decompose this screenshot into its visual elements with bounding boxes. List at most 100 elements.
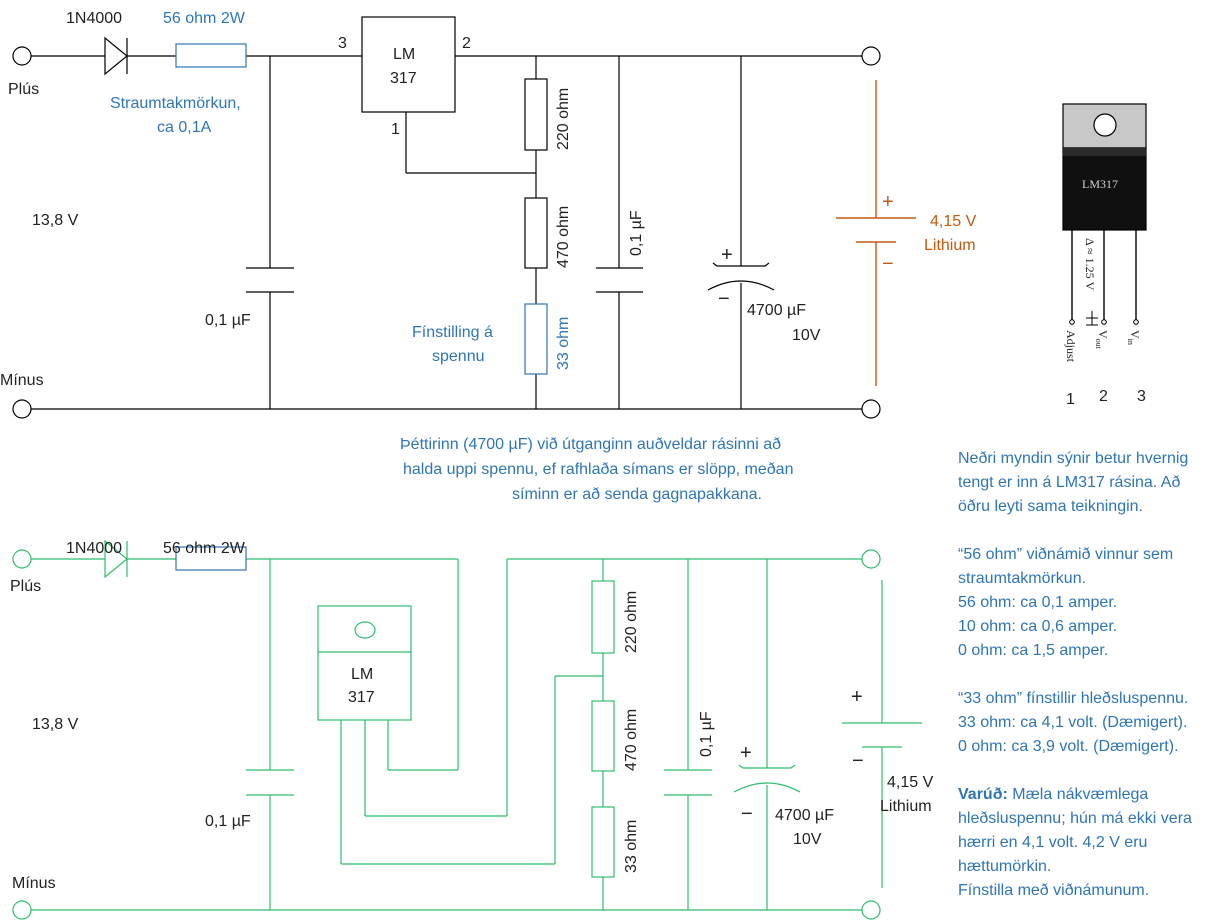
note-p3-line2: 33 ohm: ca 4,1 volt. (Dæmigert). xyxy=(958,714,1187,731)
bottom-cap-big-label2: 10V xyxy=(793,831,822,848)
top-input-resistor xyxy=(175,43,247,68)
bottom-plus-terminal xyxy=(12,549,32,569)
bottom-cap-minus: − xyxy=(741,803,753,825)
top-pin3-label: 3 xyxy=(338,35,347,52)
bottom-r220-label: 220 ohm xyxy=(623,591,640,653)
note-p2-line1: “56 ohm” viðnámið vinnur sem xyxy=(958,546,1173,563)
note-p2-line3: 56 ohm: ca 0,1 amper. xyxy=(958,594,1117,611)
top-regulator-line2: 317 xyxy=(390,70,417,87)
bottom-lm317-hole xyxy=(354,621,376,639)
bottom-battery-label2: Lithium xyxy=(880,798,932,815)
top-fine-tune-line2: spennu xyxy=(432,348,485,365)
package-pin3-dot xyxy=(1133,319,1139,325)
package-ridge xyxy=(1063,148,1146,156)
caption-line2: halda uppi spennu, ef rafhlaða símans er… xyxy=(403,461,793,478)
bottom-diode-label: 1N4000 xyxy=(66,540,122,557)
package-delta-bracket xyxy=(1086,311,1098,326)
top-lm317-box xyxy=(361,16,456,113)
top-fine-tune-line1: Fínstilling á xyxy=(412,324,493,341)
top-plus-label: Plús xyxy=(8,81,39,98)
bottom-r470-label: 470 ohm xyxy=(623,709,640,771)
bottom-cap-big-label1: 4700 µF xyxy=(775,807,834,824)
bottom-out-minus-terminal xyxy=(861,900,881,920)
top-diode-label: 1N4000 xyxy=(66,10,122,27)
note-p2-line5: 0 ohm: ca 1,5 amper. xyxy=(958,642,1108,659)
top-battery-symbol xyxy=(836,80,916,386)
top-current-limit-line1: Straumtakmörkun, xyxy=(110,95,241,112)
bottom-input-resistor xyxy=(175,546,247,571)
package-label: LM317 xyxy=(1082,177,1118,191)
note-p4-line2: hleðsluspennu; hún má ekki vera xyxy=(958,810,1192,827)
top-pin1-label: 1 xyxy=(391,121,400,138)
bottom-schematic xyxy=(30,539,922,911)
notes-panel: Neðri myndin sýnir betur hvernig tengt e… xyxy=(958,450,1192,899)
top-out-plus-terminal xyxy=(861,46,881,66)
bottom-r220 xyxy=(591,580,615,654)
top-cap-out-symbol xyxy=(596,267,643,293)
top-cap-4700-symbol xyxy=(707,262,775,291)
bottom-regulator-line2: 317 xyxy=(348,689,375,706)
top-battery-label2: Lithium xyxy=(924,237,976,254)
top-cap-big-label1: 4700 µF xyxy=(747,302,806,319)
caption-line3: síminn er að senda gagnapakkana. xyxy=(512,486,762,503)
top-r220 xyxy=(524,78,548,151)
top-minus-label: Mínus xyxy=(0,372,44,389)
caption-line1: Þéttirinn (4700 µF) við útganginn auðvel… xyxy=(400,436,781,453)
package-vin-label: Vin xyxy=(1126,330,1142,345)
top-plus-terminal xyxy=(12,46,32,66)
top-cap-big-label2: 10V xyxy=(792,327,821,344)
top-battery-minus: − xyxy=(882,253,894,275)
bottom-r33-label: 33 ohm xyxy=(623,820,640,873)
note-p2-line2: straumtakmörkun. xyxy=(958,570,1086,587)
package-vout-label: Vout xyxy=(1094,330,1110,350)
bottom-voltage-in-label: 13,8 V xyxy=(32,716,79,733)
top-pin2-label: 2 xyxy=(462,35,471,52)
top-resistor-in-label: 56 ohm 2W xyxy=(163,10,246,27)
note-p3-line3: 0 ohm: ca 3,9 volt. (Dæmigert). xyxy=(958,738,1179,755)
package-pin1-dot xyxy=(1069,319,1075,325)
note-p1-line2: tengt er inn á LM317 rásina. Að xyxy=(958,474,1180,491)
top-r33 xyxy=(524,303,548,375)
bottom-cap-out-label: 0,1 µF xyxy=(698,711,715,757)
lm317-package xyxy=(1062,103,1147,326)
top-voltage-in-label: 13,8 V xyxy=(32,212,79,229)
top-regulator-line1: LM xyxy=(393,46,415,63)
top-current-limit-line2: ca 0,1A xyxy=(157,119,212,136)
bottom-regulator-line1: LM xyxy=(351,666,373,683)
top-r470 xyxy=(524,197,548,269)
package-pin1-number: 1 xyxy=(1066,391,1075,408)
package-adjust-label: Adjust xyxy=(1064,330,1078,363)
package-pin3-number: 3 xyxy=(1137,388,1146,405)
bottom-r470 xyxy=(591,700,615,772)
note-p4-line3: hærri en 4,1 volt. 4,2 V eru xyxy=(958,834,1147,851)
top-battery-label1: 4,15 V xyxy=(930,213,977,230)
bottom-r33 xyxy=(591,806,615,878)
note-p2-line4: 10 ohm: ca 0,6 amper. xyxy=(958,618,1117,635)
top-r33-label: 33 ohm xyxy=(555,317,572,370)
note-p4-line4: hættumörkin. xyxy=(958,858,1051,875)
note-p3-line1: “33 ohm” fínstillir hleðsluspennu. xyxy=(958,690,1188,707)
top-cap-in-symbol xyxy=(246,267,294,293)
bottom-out-plus-terminal xyxy=(861,549,881,569)
bottom-battery-plus: + xyxy=(851,686,863,708)
package-pin2-dot xyxy=(1101,319,1107,325)
note-p1-line3: öðru leyti sama teikningin. xyxy=(958,498,1143,515)
bottom-minus-label: Mínus xyxy=(12,875,56,892)
note-p4-line5: Fínstilla með viðnámunum. xyxy=(958,882,1149,899)
top-cap-plus: + xyxy=(721,244,733,266)
top-r220-label: 220 ohm xyxy=(555,88,572,150)
bottom-battery-minus: − xyxy=(852,750,864,772)
top-cap-minus: − xyxy=(718,288,730,310)
package-hole xyxy=(1093,113,1117,137)
top-out-minus-terminal xyxy=(861,399,881,419)
bottom-battery-label1: 4,15 V xyxy=(887,774,934,791)
bottom-minus-terminal xyxy=(12,900,32,920)
top-diode-symbol xyxy=(104,36,128,76)
package-legs xyxy=(1071,230,1137,320)
top-schematic xyxy=(30,55,862,410)
bottom-cap-plus: + xyxy=(740,742,752,764)
top-battery-plus: + xyxy=(882,191,894,213)
bottom-cap-in-label: 0,1 µF xyxy=(205,813,251,830)
note-p1-line1: Neðri myndin sýnir betur hvernig xyxy=(958,450,1188,467)
